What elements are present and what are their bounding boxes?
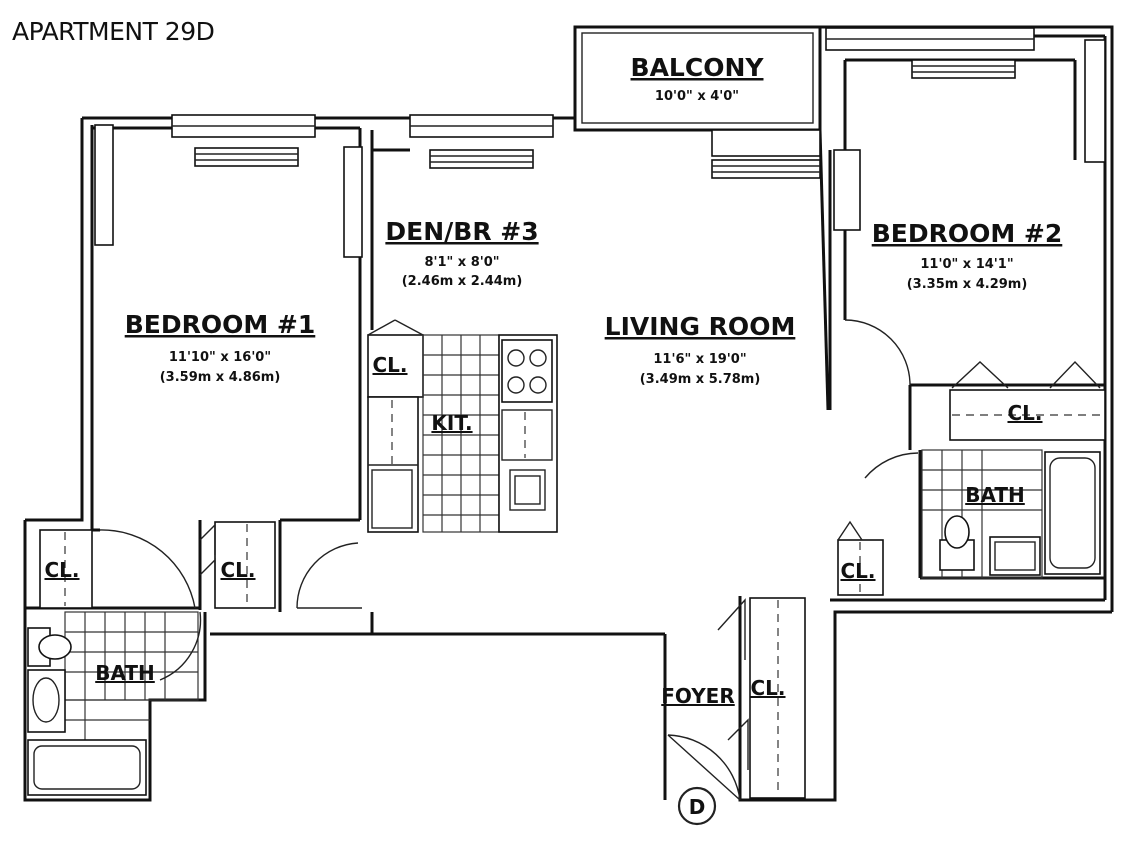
kitchen-fixtures <box>367 319 558 533</box>
bedroom1-dimensions-metric: (3.59m x 4.86m) <box>160 370 281 385</box>
bedroom2-dimensions: 11'0" x 14'1" <box>920 257 1013 272</box>
kitchen-label: KIT. <box>431 411 472 435</box>
den-dimensions: 8'1" x 8'0" <box>424 255 499 270</box>
bath2-label: BATH <box>965 483 1025 507</box>
closet-boxes <box>39 520 884 799</box>
living-room-label: LIVING ROOM <box>605 312 796 341</box>
entry-marker-letter: D <box>689 795 706 819</box>
closet-label: CL. <box>220 558 255 582</box>
bath1-fixtures <box>27 611 199 796</box>
entry-marker: D <box>677 786 717 826</box>
balcony-label: BALCONY <box>631 53 765 82</box>
balcony-dimensions: 10'0" x 4'0" <box>655 89 739 104</box>
closet-label: CL. <box>840 559 875 583</box>
bedroom2-dimensions-metric: (3.35m x 4.29m) <box>907 277 1028 292</box>
living-room-dimensions-metric: (3.49m x 5.78m) <box>640 372 761 387</box>
bath2-fixtures <box>921 360 1106 579</box>
closet-label: CL. <box>1007 401 1042 425</box>
closet-label: CL. <box>372 353 407 377</box>
bath1-label: BATH <box>95 661 155 685</box>
living-room-dimensions: 11'6" x 19'0" <box>653 352 746 367</box>
door-swings <box>99 319 919 801</box>
foyer-label: FOYER <box>661 684 735 708</box>
windows <box>94 27 1106 258</box>
bedroom1-label: BEDROOM #1 <box>125 310 316 339</box>
den-dimensions-metric: (2.46m x 2.44m) <box>402 274 523 289</box>
bedroom1-dimensions: 11'10" x 16'0" <box>169 350 271 365</box>
den-label: DEN/BR #3 <box>385 217 538 246</box>
exterior-walls <box>23 25 1114 802</box>
apartment-title: APARTMENT 29D <box>12 17 214 46</box>
closet-label: CL. <box>750 676 785 700</box>
bedroom2-label: BEDROOM #2 <box>872 219 1063 248</box>
closet-label: CL. <box>44 558 79 582</box>
